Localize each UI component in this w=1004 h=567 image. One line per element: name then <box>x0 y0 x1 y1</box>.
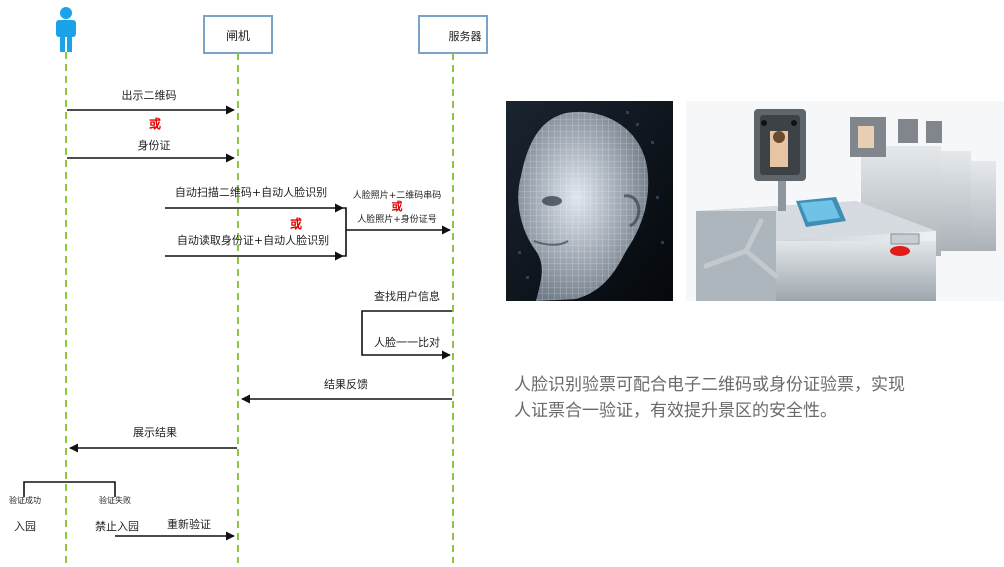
bracket-connector <box>343 208 346 256</box>
label-verify-fail: 验证失败 <box>99 495 131 505</box>
description-caption: 人脸识别验票可配合电子二维码或身份证验票，实现 人证票合一验证，有效提升景区的安… <box>514 372 994 424</box>
server-participant: 服务器 <box>419 16 487 53</box>
turnstile-gate-image <box>686 101 1004 301</box>
label-auto-read: 自动读取身份证+自动人脸识别 <box>177 233 329 247</box>
svg-text:服务器: 服务器 <box>449 30 482 43</box>
label-auto-scan: 自动扫描二维码+自动人脸识别 <box>175 185 327 199</box>
label-feedback: 结果反馈 <box>324 378 368 391</box>
label-show-qr: 出示二维码 <box>122 88 177 102</box>
label-id-card: 身份证 <box>138 138 171 152</box>
label-enter: 入园 <box>14 520 36 533</box>
label-forbid: 禁止入园 <box>95 520 139 533</box>
label-or-2: 或 <box>290 216 302 231</box>
label-or-3: 或 <box>392 199 403 213</box>
label-lookup: 查找用户信息 <box>374 289 440 303</box>
caption-line-2: 人证票合一验证，有效提升景区的安全性。 <box>514 398 994 424</box>
label-face-id: 人脸照片+身份证号 <box>357 213 437 225</box>
branch-connector-fail <box>66 482 115 497</box>
branch-connector <box>24 482 66 497</box>
label-display: 展示结果 <box>133 426 177 439</box>
label-or-1: 或 <box>149 116 161 131</box>
face-scan-image <box>506 101 673 301</box>
svg-text:闸机: 闸机 <box>226 29 250 43</box>
label-verify-ok: 验证成功 <box>9 495 41 505</box>
gate-participant: 闸机 <box>204 16 272 53</box>
user-icon <box>56 7 76 52</box>
label-compare: 人脸一一比对 <box>374 335 440 349</box>
label-retry: 重新验证 <box>167 517 211 531</box>
caption-line-1: 人脸识别验票可配合电子二维码或身份证验票，实现 <box>514 372 994 398</box>
